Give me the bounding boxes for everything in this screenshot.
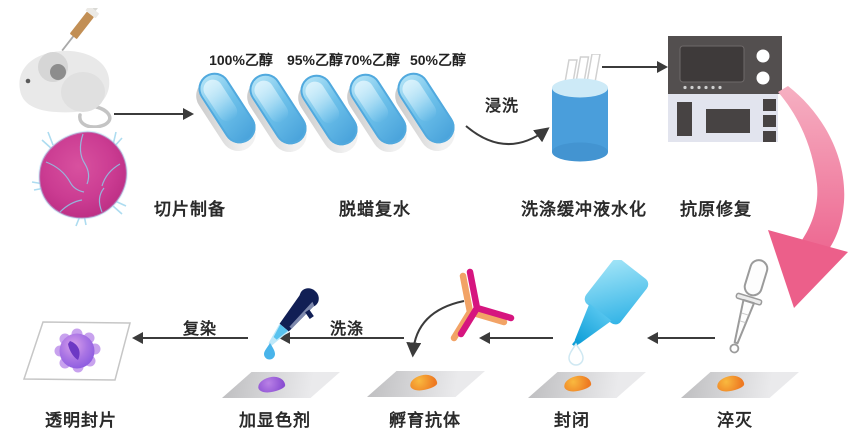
tissue-blob xyxy=(409,373,438,392)
step-incubate-label: 孵育抗体 xyxy=(389,411,461,430)
step-retrieval-label: 抗原修复 xyxy=(680,200,752,219)
mounted-coverslip-slide-icon xyxy=(22,321,131,381)
microscope-slide-icon xyxy=(528,372,646,398)
tissue-blob-stained xyxy=(257,375,286,394)
counterstain-label: 复染 xyxy=(182,321,218,338)
glass-pipette-icon xyxy=(729,259,769,354)
step-block-label: 封闭 xyxy=(554,411,590,430)
microscope-slide-icon xyxy=(367,371,485,397)
coplin-jar-with-slides-icon xyxy=(552,54,608,162)
step-quench-label: 淬灭 xyxy=(717,411,753,430)
arrow-chromogen-to-mount xyxy=(132,332,248,344)
arrow-hydrate-to-retrieval xyxy=(602,61,668,73)
step-hydrate-label: 洗涤缓冲液水化 xyxy=(521,200,647,219)
ethanol-label-95: 95%乙醇 xyxy=(286,52,344,68)
microscope-slide-icon xyxy=(681,372,799,398)
arrow-soak-curved xyxy=(465,125,550,145)
wash-label: 洗涤 xyxy=(329,321,365,338)
tissue-blob xyxy=(563,374,592,393)
arrow-prep-to-dewax xyxy=(114,108,194,120)
antibody-y-icon xyxy=(450,268,515,342)
ethanol-label-100: 100%乙醇 xyxy=(209,52,273,68)
microscope-slide-icon xyxy=(222,372,340,398)
antigen-retrieval-machine-icon xyxy=(668,36,782,142)
arrow-block-to-incubate xyxy=(479,332,553,344)
arrow-quench-to-block xyxy=(647,332,715,344)
step-dewax-label: 脱蜡复水 xyxy=(339,200,411,219)
step-prep-label: 切片制备 xyxy=(154,200,226,219)
tumor-tissue-icon xyxy=(31,130,128,227)
arrow-incubate-to-chromogen xyxy=(279,332,404,344)
mouse-with-syringe-icon xyxy=(19,8,112,128)
step-mount-label: 透明封片 xyxy=(45,411,117,430)
arrow-antibody-to-slide xyxy=(406,300,465,358)
blocking-buffer-bottle-icon xyxy=(568,260,649,366)
chromogen-dropper-icon xyxy=(264,288,319,360)
tissue-blob xyxy=(716,374,745,393)
ethanol-label-50: 50%乙醇 xyxy=(409,52,467,68)
step-chromogen-label: 加显色剂 xyxy=(239,411,311,430)
ethanol-label-70: 70%乙醇 xyxy=(343,52,401,68)
soak-label: 浸洗 xyxy=(484,98,520,115)
pink-curved-flow-arrow-icon xyxy=(768,86,848,308)
